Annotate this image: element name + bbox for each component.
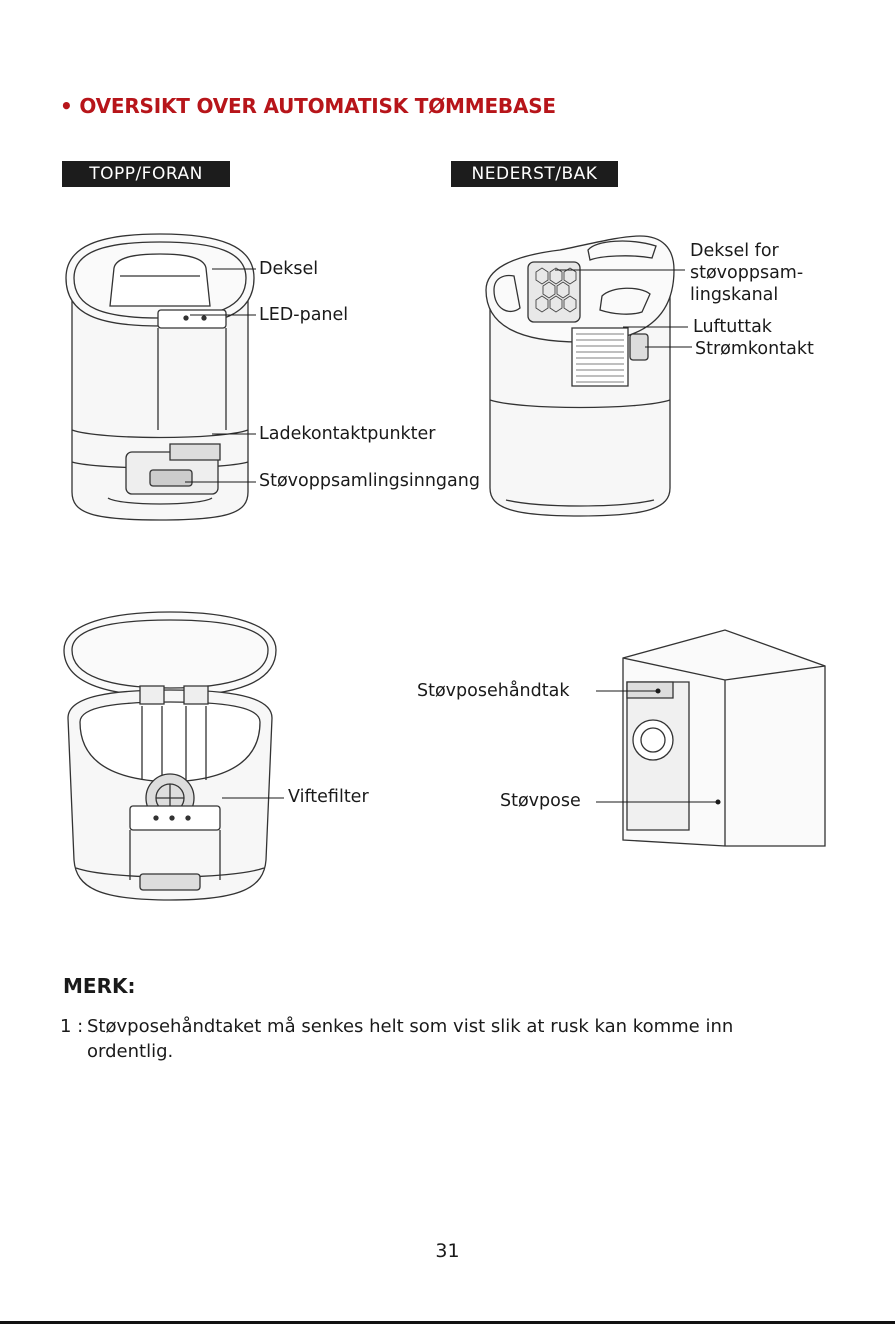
- label-dust-bag: Støvpose: [500, 790, 581, 812]
- label-channel-cover-line1: Deksel for: [690, 240, 779, 262]
- label-charging-contacts: Ladekontaktpunkter: [259, 423, 436, 445]
- label-fan-filter: Viftefilter: [288, 786, 369, 808]
- page-number: 31: [0, 1240, 895, 1262]
- label-air-outlet: Luftuttak: [693, 316, 772, 338]
- label-bag-handle: Støvposehåndtak: [417, 680, 569, 702]
- note-text: Støvposehåndtaket må senkes helt som vis…: [87, 1014, 807, 1064]
- label-led-panel: LED-panel: [259, 304, 348, 326]
- note-number: 1 :: [60, 1014, 83, 1039]
- label-channel-cover-line3: lingskanal: [690, 284, 778, 306]
- label-lid: Deksel: [259, 258, 318, 280]
- note-heading: MERK:: [63, 974, 135, 998]
- label-dust-inlet: Støvoppsamlingsinngang: [259, 470, 480, 492]
- label-channel-cover-line2: støvoppsam-: [690, 262, 803, 284]
- label-power-socket: Strømkontakt: [695, 338, 814, 360]
